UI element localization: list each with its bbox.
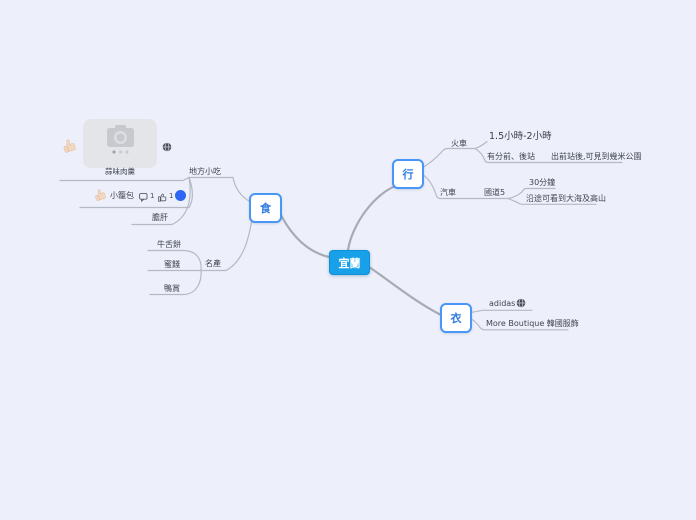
topic-candied-fruit[interactable]: 蜜餞 bbox=[164, 260, 180, 269]
thumbs-up-sticker bbox=[63, 139, 76, 153]
topic-train-stations[interactable]: 有分前、後站 bbox=[487, 151, 535, 161]
main-topic-transport[interactable]: 行 bbox=[392, 159, 424, 189]
photo-placeholder-camera-icon bbox=[107, 125, 134, 154]
comment-count: 1 bbox=[150, 192, 155, 200]
hyperlink-globe-icon[interactable] bbox=[516, 298, 526, 308]
central-topic[interactable]: 宜蘭 bbox=[329, 250, 370, 275]
topic-car-note[interactable]: 沿途可看到大海及高山 bbox=[526, 194, 606, 203]
topic-dan-gan[interactable]: 膽肝 bbox=[152, 213, 168, 222]
photo-caption[interactable]: 蒜味肉羹 bbox=[105, 167, 135, 176]
topic-train-duration[interactable]: 1.5小時-2小時 bbox=[489, 130, 552, 142]
topic-highway[interactable]: 國道5 bbox=[484, 188, 506, 197]
main-topic-food[interactable]: 食 bbox=[249, 193, 282, 223]
collaborator-avatar bbox=[175, 189, 186, 201]
topic-adidas[interactable]: adidas bbox=[489, 299, 516, 308]
photo-topic[interactable] bbox=[83, 119, 157, 168]
topic-xiaolongbao[interactable]: 小籠包 bbox=[110, 191, 134, 200]
topic-duck-shang[interactable]: 鴨賞 bbox=[164, 283, 180, 293]
topic-train-note[interactable]: 出前站後,可見到幾米公園 bbox=[551, 151, 642, 161]
like-count: 1 bbox=[169, 192, 174, 200]
main-topic-clothing[interactable]: 衣 bbox=[440, 303, 472, 333]
topic-local-snacks[interactable]: 地方小吃 bbox=[189, 167, 221, 176]
comment-icon bbox=[139, 193, 148, 202]
topic-more-boutique[interactable]: More Boutique 韓國服飾 bbox=[486, 319, 579, 328]
topic-car[interactable]: 汽車 bbox=[440, 188, 456, 197]
thumbs-up-sticker bbox=[95, 189, 106, 201]
hyperlink-globe-icon[interactable] bbox=[162, 142, 172, 152]
topic-specialties[interactable]: 名產 bbox=[205, 259, 221, 268]
topic-car-duration[interactable]: 30分鐘 bbox=[529, 178, 556, 187]
topic-train[interactable]: 火車 bbox=[451, 138, 467, 148]
like-icon bbox=[158, 193, 167, 202]
topic-beef-tongue-cookie[interactable]: 牛舌餅 bbox=[157, 239, 181, 249]
